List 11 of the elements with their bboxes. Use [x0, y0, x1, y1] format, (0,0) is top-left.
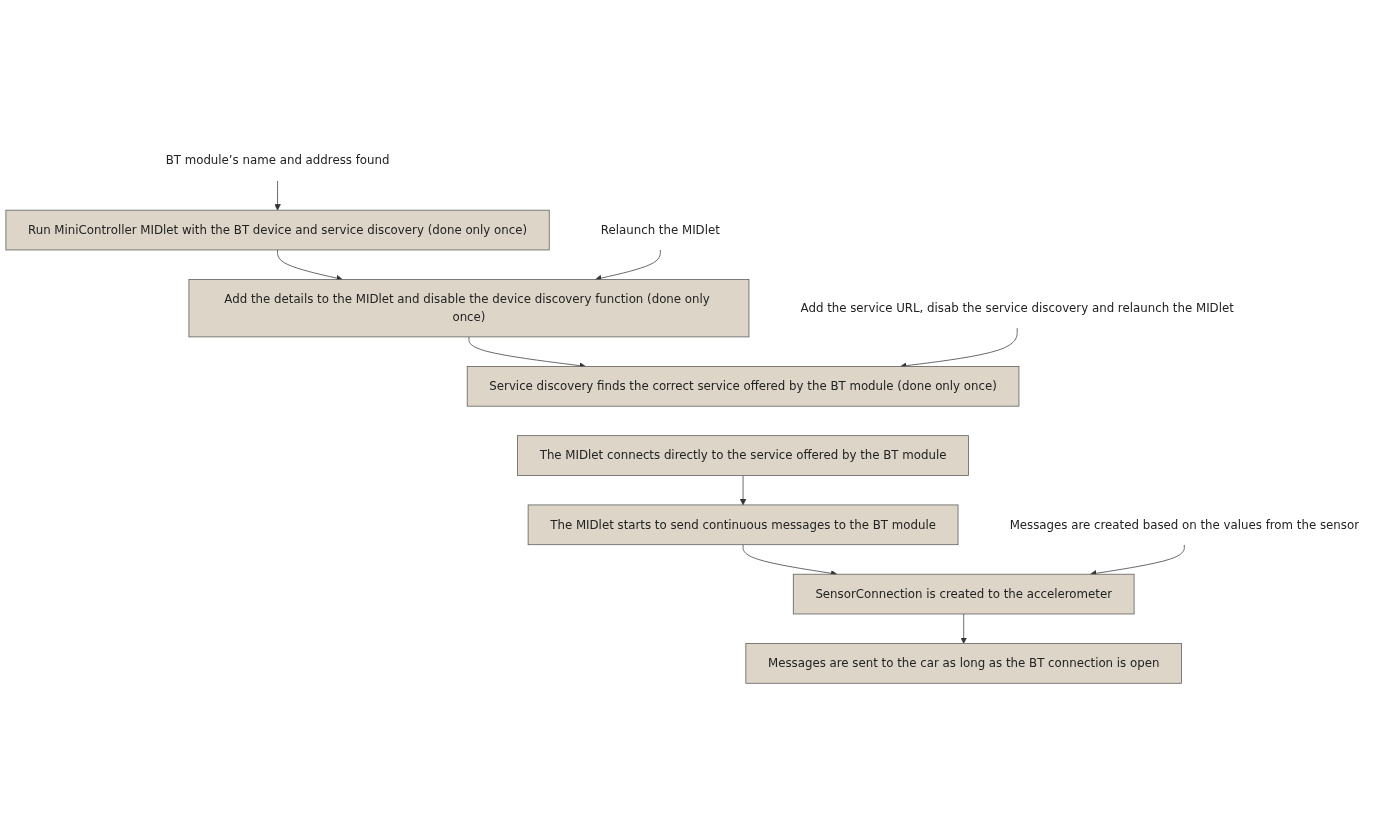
node-box: SensorConnection is created to the accelerometer	[792, 574, 1135, 615]
node-box: Add the details to the MIDlet and disable the device discovery function (done only once)	[188, 279, 750, 338]
node-box: The MIDlet starts to send continuous messages to the BT module	[527, 505, 959, 546]
node-box: Run MiniController MIDlet with the BT device and service discovery (done only once)	[5, 210, 550, 251]
node-text: Add the service URL, disab the service discovery and relaunch the MIDlet	[800, 301, 1234, 316]
node-box: Service discovery finds the correct service offered by the BT module (done only once)	[466, 366, 1020, 407]
node-text: Messages are created based on the values from the sensor	[1009, 517, 1359, 532]
node-box: Messages are sent to the car as long as the BT connection is open	[745, 643, 1182, 685]
node-text: Relaunch the MIDlet	[600, 223, 720, 238]
node-text: BT module’s name and address found	[165, 153, 390, 168]
node-box: The MIDlet connects directly to the service offered by the BT module	[517, 435, 969, 477]
